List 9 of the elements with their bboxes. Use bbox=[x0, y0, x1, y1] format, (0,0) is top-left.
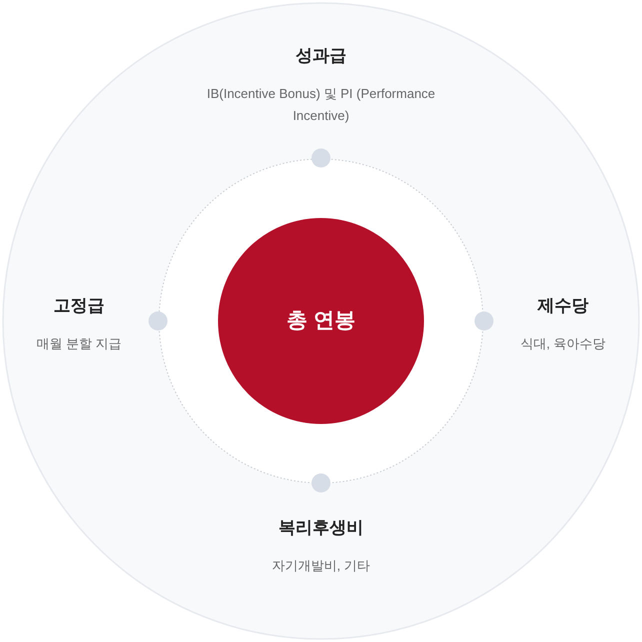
category-description: IB(Incentive Bonus) 및 PI (Performance Incentive) bbox=[206, 84, 436, 125]
category-description: 매월 분할 지급 bbox=[36, 334, 122, 352]
category-title: 고정급 bbox=[54, 295, 104, 317]
category-description: 자기개발비, 기타 bbox=[272, 556, 370, 574]
center-label: 총 연봉 bbox=[286, 308, 356, 334]
category-title: 성과급 bbox=[296, 45, 346, 67]
category-description: 식대, 육아수당 bbox=[520, 334, 606, 352]
category-title: 복리후생비 bbox=[278, 517, 364, 539]
category-title: 제수당 bbox=[538, 295, 588, 317]
